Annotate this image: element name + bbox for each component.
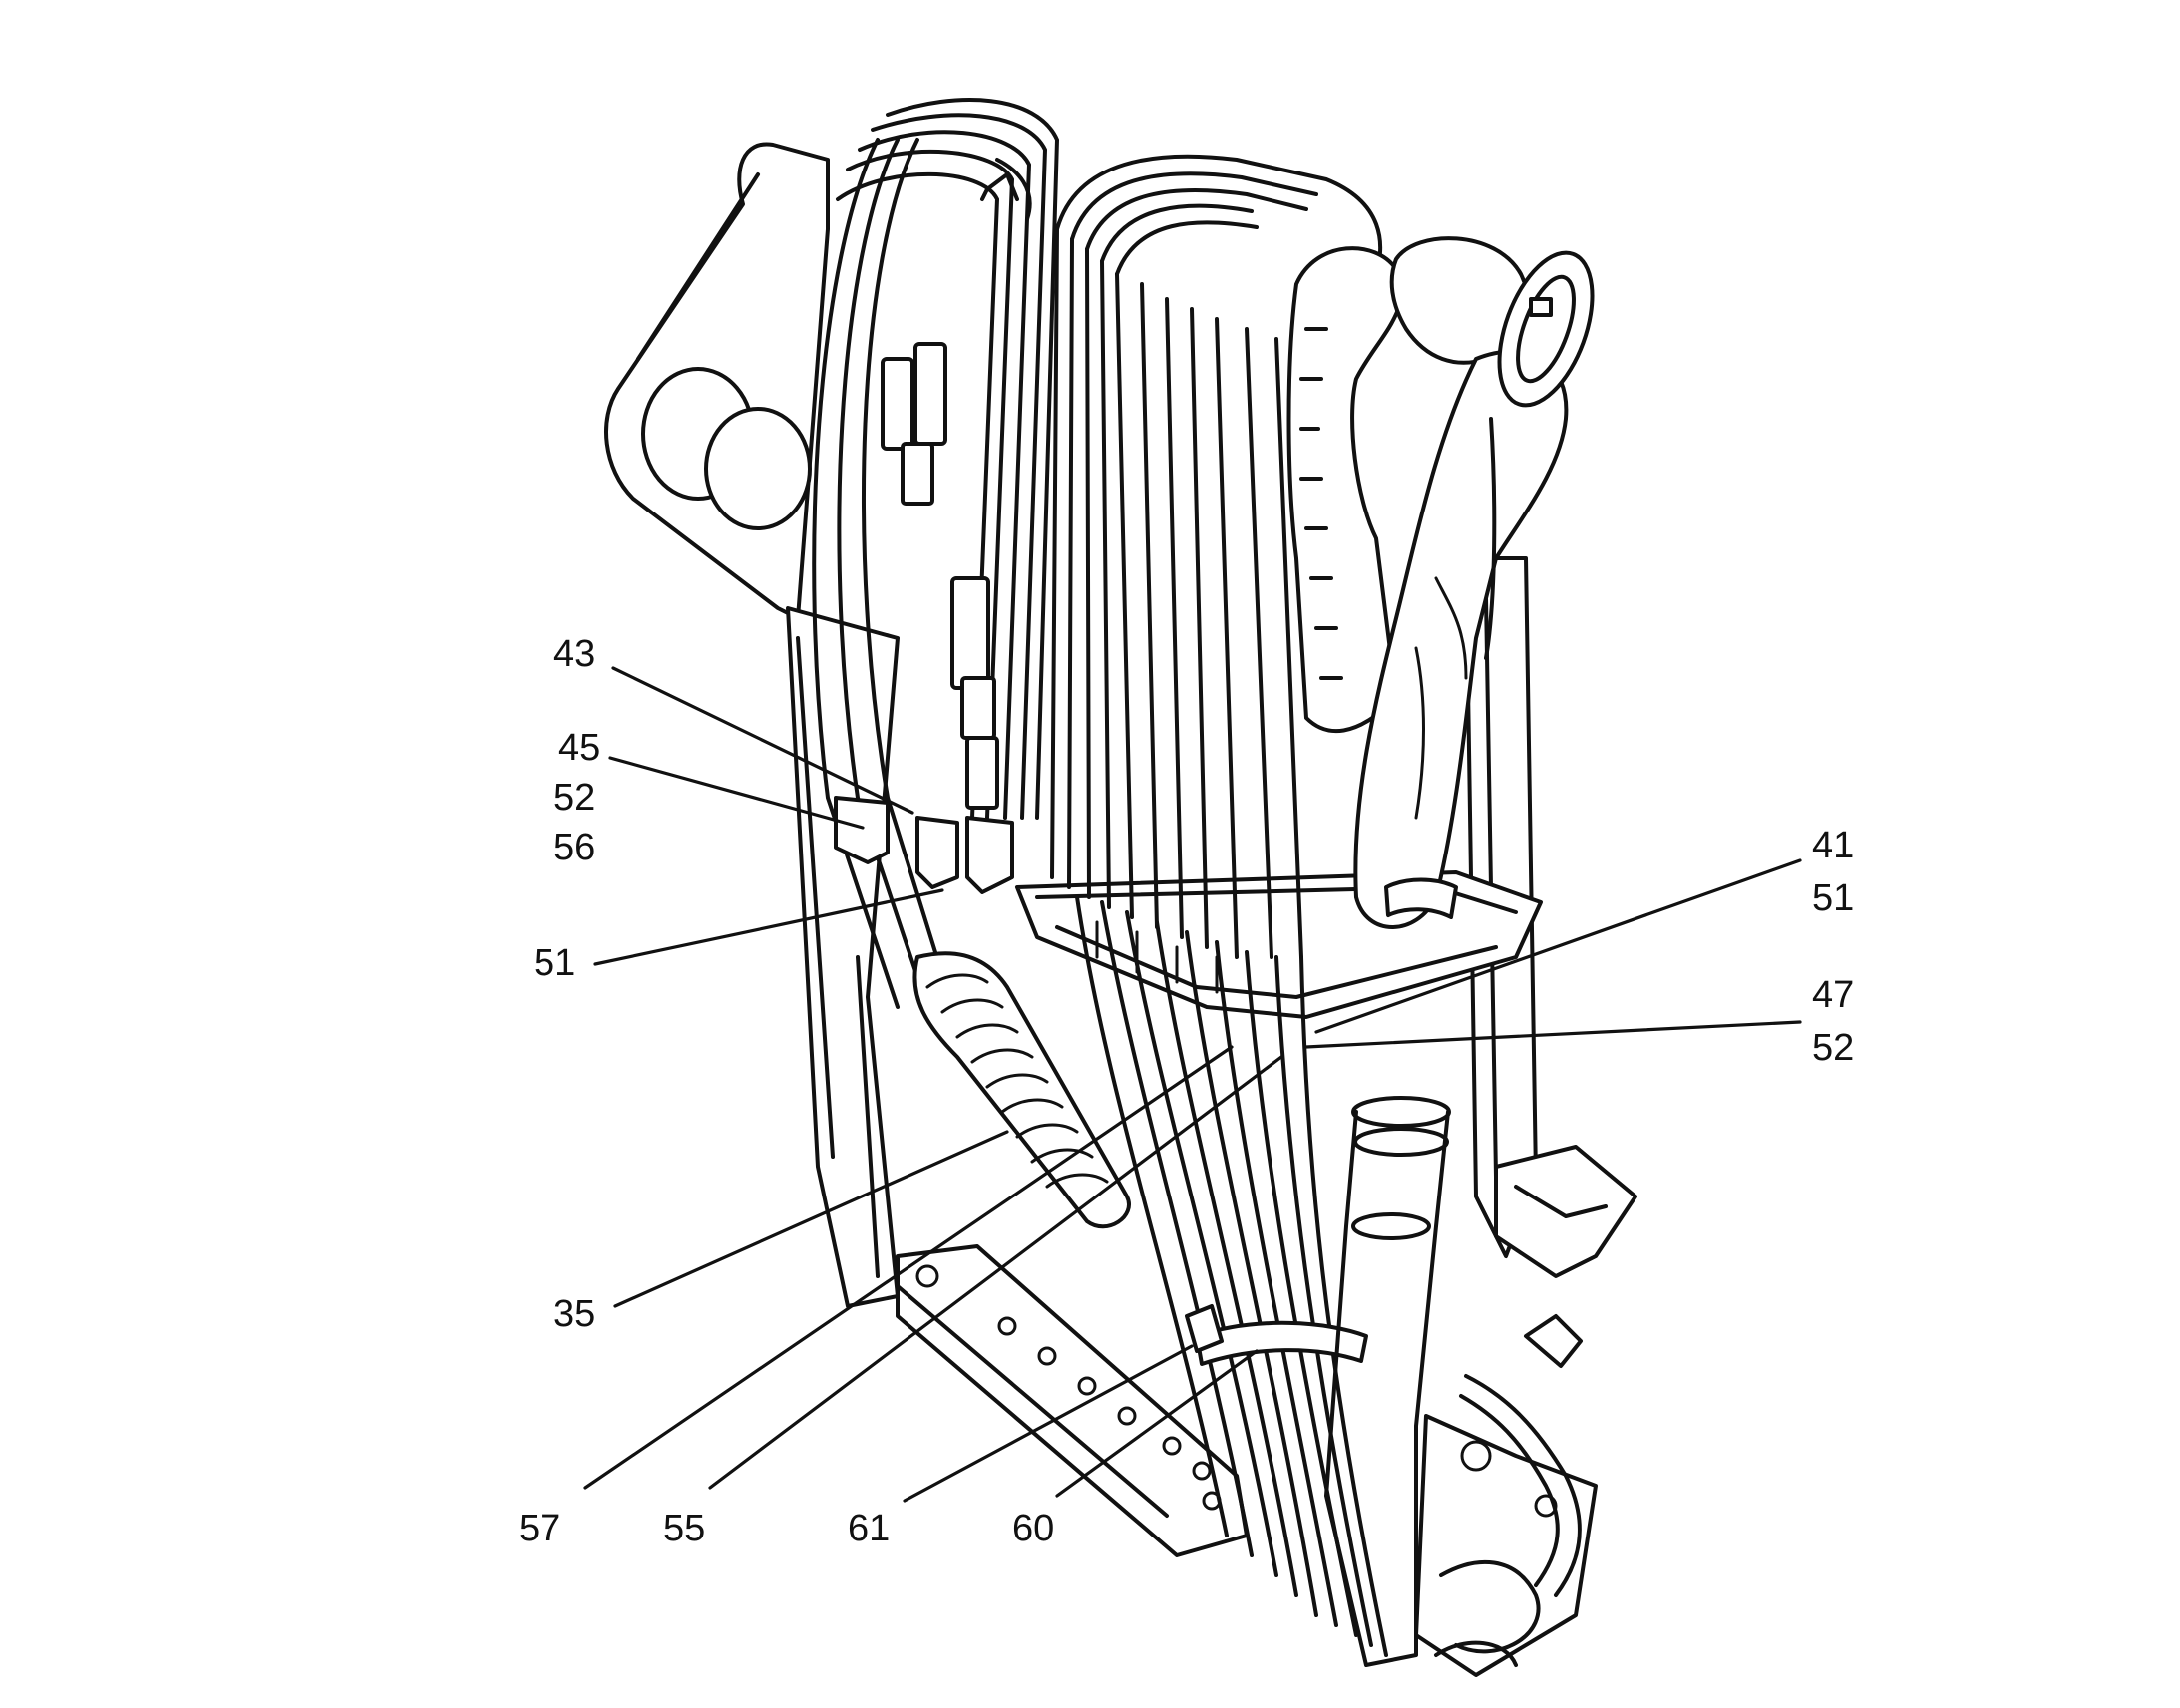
leader-57 [583, 1045, 1234, 1490]
callout-51-right: 51 [1812, 877, 1854, 919]
callout-labels: 43 45 52 56 51 41 51 47 52 35 57 55 61 6… [519, 633, 1854, 1549]
leader-61 [903, 1344, 1194, 1503]
callout-43: 43 [553, 633, 595, 675]
callout-52-right: 52 [1812, 1027, 1854, 1069]
small-hose-group [812, 98, 1059, 1009]
mounting-frame [604, 142, 1637, 1677]
leader-lines [583, 666, 1802, 1503]
corrugated-hose [912, 951, 1131, 1229]
leader-41-51 [1314, 858, 1802, 1034]
callout-61: 61 [848, 1508, 890, 1549]
leader-43 [611, 666, 914, 815]
callout-47: 47 [1812, 974, 1854, 1016]
callout-52-left: 52 [553, 777, 595, 819]
callout-57: 57 [519, 1508, 560, 1549]
callout-56: 56 [553, 827, 595, 868]
wrapped-tube [1286, 236, 1595, 1667]
leader-45 [608, 756, 865, 830]
callout-60: 60 [1012, 1508, 1054, 1549]
leader-55 [708, 1055, 1283, 1490]
left-clamps [834, 796, 1014, 894]
leader-35 [613, 1130, 1009, 1308]
callout-45: 45 [558, 727, 600, 769]
leader-47-52 [1304, 1020, 1802, 1049]
callout-51-left: 51 [534, 942, 575, 984]
callout-41: 41 [1812, 825, 1854, 866]
callout-35: 35 [553, 1293, 595, 1335]
right-lower-hoses [1434, 1314, 1583, 1667]
callout-55: 55 [663, 1508, 705, 1549]
large-hose-bundle [1050, 154, 1388, 1657]
leader-60 [1055, 1349, 1259, 1498]
leader-51-left [593, 888, 944, 966]
